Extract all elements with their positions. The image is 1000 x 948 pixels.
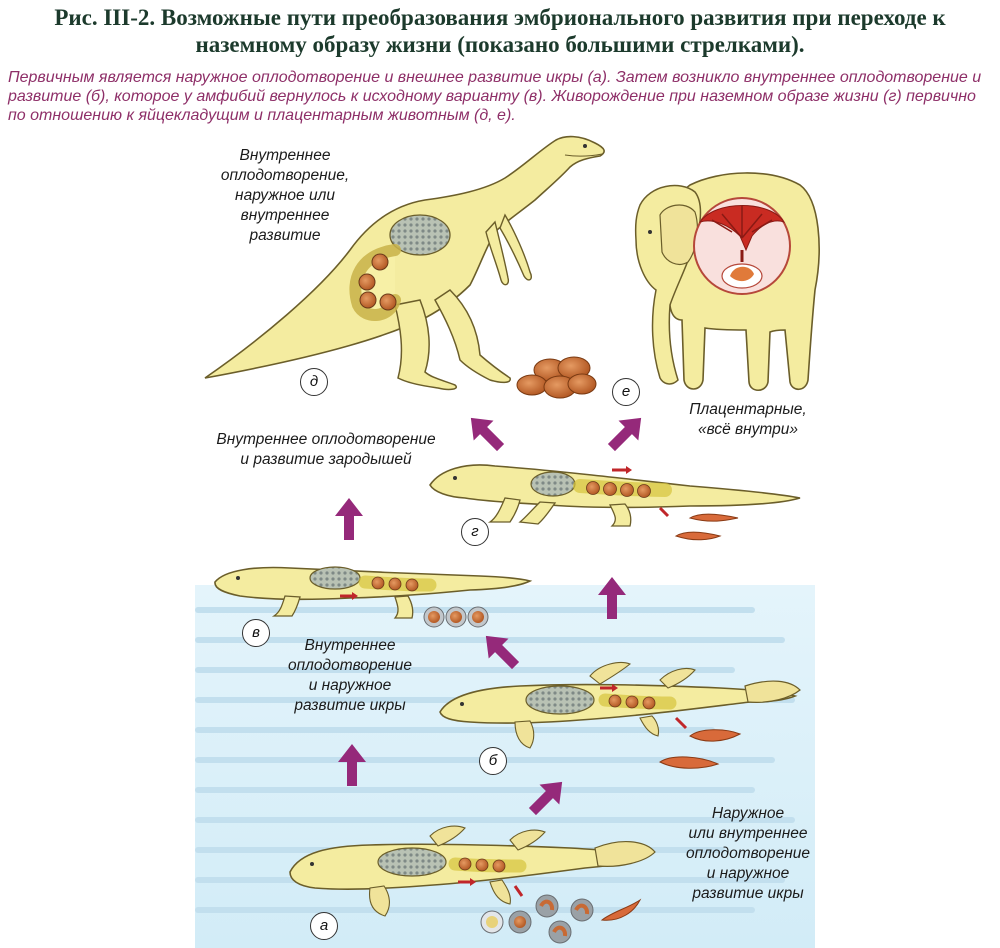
label-amphibian: Внутреннее оплодотворение и наружное раз… [288, 637, 412, 714]
arrow-a-to-v [338, 744, 366, 786]
lobe-finned-fish-b-illustration [439, 661, 801, 769]
arrow-v-to-g [335, 498, 363, 540]
amphibian-illustration [214, 566, 533, 619]
arrow-a-to-b [528, 781, 563, 816]
arrow-g-to-e [607, 417, 642, 452]
arrow-b-to-g [598, 577, 626, 619]
lobe-finned-fish-a-illustration [289, 825, 656, 917]
elephant-illustration [634, 172, 820, 392]
label-fish: Наружное или внутреннее оплодотворение и… [686, 805, 810, 902]
arrow-g-to-d [470, 417, 505, 452]
figure-title: Рис. III-2. Возможные пути преобразовани… [54, 5, 946, 57]
laid-eggs [516, 356, 597, 399]
fish-eggs-developing [480, 894, 642, 944]
label-placental: Плацентарные, «всё внутри» [689, 401, 807, 438]
arrow-b-to-v [485, 635, 520, 670]
marker-g: г [461, 518, 489, 546]
label-dinosaur: Внутреннее оплодотворение, наружное или … [220, 147, 350, 244]
figure-caption: Первичным является наружное оплодотворен… [8, 69, 982, 124]
viviparous-salamander-illustration [429, 464, 801, 541]
marker-v: в [242, 619, 270, 647]
dinosaur-illustration [204, 135, 605, 391]
marker-b: б [479, 747, 507, 775]
marker-d: д [300, 368, 328, 396]
marker-e: е [612, 378, 640, 406]
evolution-arrows [335, 417, 642, 816]
label-viviparous: Внутреннее оплодотворение и развитие зар… [216, 431, 436, 468]
marker-a: а [310, 912, 338, 940]
amphibian-eggs [423, 606, 489, 628]
